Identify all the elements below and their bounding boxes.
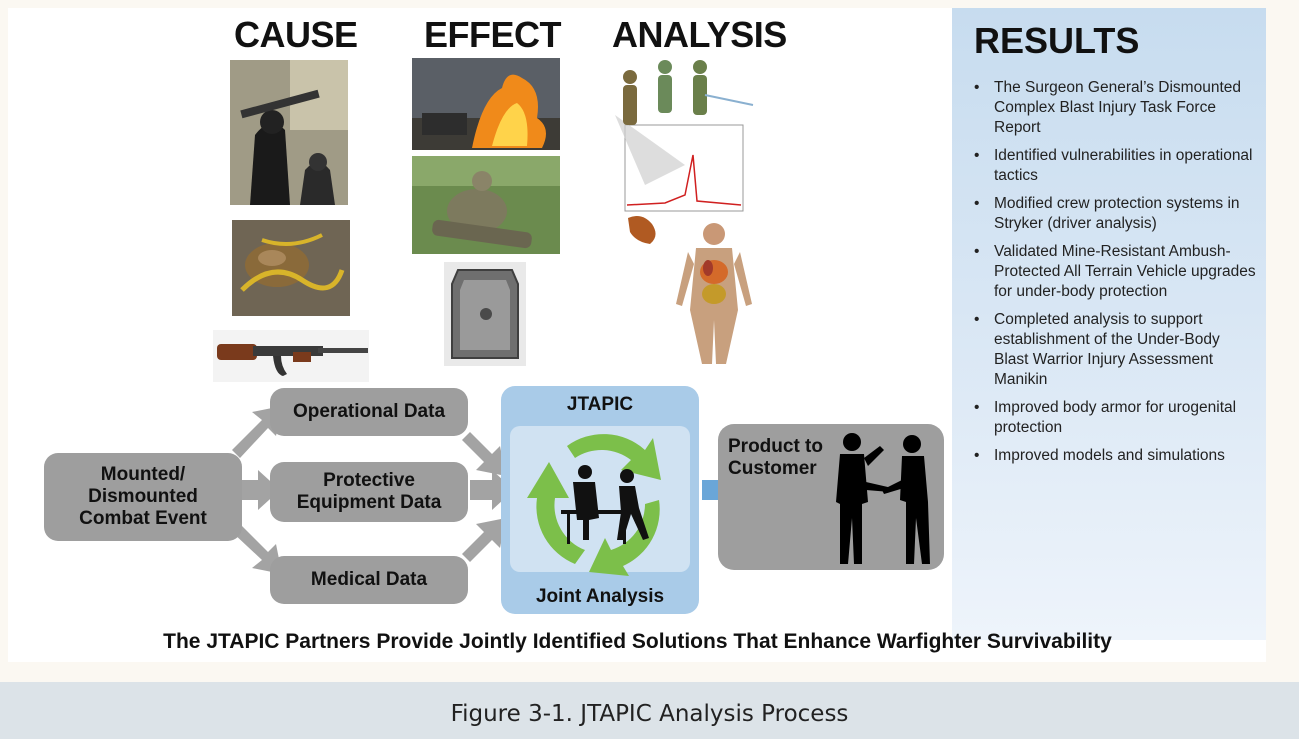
explosion-photo [412, 58, 560, 150]
tissue-sample-image [624, 210, 660, 248]
arrow-medical-to-jtapic [462, 518, 506, 562]
jtapic-label: JTAPIC [566, 394, 634, 415]
handshake-people-icon [836, 433, 930, 564]
result-item: •Improved body armor for urogenital prot… [974, 399, 1237, 436]
results-list: •The Surgeon General’s Dismounted Comple… [972, 78, 1258, 474]
ied-photo [232, 220, 350, 316]
simulation-figures-image [605, 55, 755, 215]
armor-plate-photo [444, 262, 526, 366]
figure-caption: Figure 3-1. JTAPIC Analysis Process [450, 701, 849, 727]
results-panel: RESULTS •The Surgeon General’s Dismounte… [952, 8, 1266, 640]
result-item: •Identified vulnerabilities in operation… [974, 147, 1253, 184]
operational-data-box: Operational Data [270, 388, 468, 436]
analysis-heading: ANALYSIS [612, 14, 787, 55]
arrow-to-operational [232, 406, 282, 458]
arrow-operational-to-jtapic [462, 432, 506, 476]
joint-analysis-label: Joint Analysis [535, 586, 665, 607]
results-title: RESULTS [974, 20, 1140, 61]
medic-photo [412, 156, 560, 254]
caption-bar [0, 682, 1299, 739]
tagline: The JTAPIC Partners Provide Jointly Iden… [163, 630, 1112, 653]
anatomy-model-image [668, 220, 760, 366]
analysis-cycle-icon [527, 434, 661, 576]
cause-heading: CAUSE [234, 14, 358, 55]
protective-equipment-data-box: Protective Equipment Data [270, 462, 468, 522]
rifle-photo [213, 330, 369, 382]
result-item: •Modified crew protection systems in Str… [974, 195, 1240, 232]
effect-heading: EFFECT [424, 14, 562, 55]
product-label: Product to Customer [728, 436, 823, 479]
arrow-to-protective [242, 470, 280, 510]
arrow-to-medical [232, 524, 282, 574]
combat-event-box: Mounted/ Dismounted Combat Event [44, 453, 242, 541]
medical-data-box: Medical Data [270, 556, 468, 604]
result-item: •Completed analysis to support establish… [974, 311, 1220, 388]
result-item: •Improved models and simulations [974, 447, 1225, 464]
result-item: •The Surgeon General’s Dismounted Comple… [974, 79, 1241, 136]
insurgent-photo [230, 60, 348, 205]
result-item: •Validated Mine-Resistant Ambush-Protect… [974, 243, 1256, 300]
